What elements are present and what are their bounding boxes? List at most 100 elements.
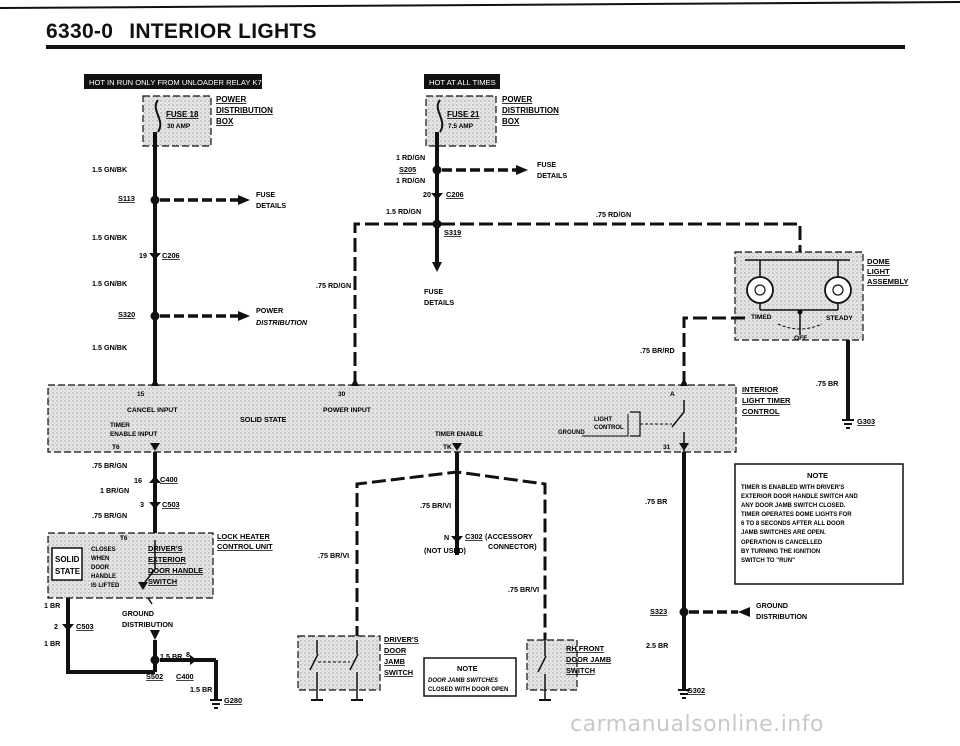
fuse-21-icon <box>436 99 444 133</box>
pin-16: 16 <box>134 476 142 485</box>
section-title: INTERIOR LIGHTS <box>129 20 317 43</box>
timer-ground: GROUND <box>558 430 585 436</box>
pin-31-marker <box>679 443 689 451</box>
note-jamb-title: NOTE <box>457 664 478 673</box>
closes-5: IS LIFTED <box>91 583 120 589</box>
pin-2: 2 <box>54 622 58 631</box>
connector-c400 <box>149 476 161 483</box>
rh-jamb-3: SWITCH <box>566 666 595 675</box>
timer-label-1: INTERIOR <box>742 385 779 394</box>
fuse-21-name: FUSE 21 <box>447 110 480 119</box>
connector-c302-label: C302 <box>465 532 483 541</box>
watermark: carmanualsonline.info <box>570 712 824 737</box>
note-timer-line-7: OPERATION IS CANCELLED <box>741 540 823 546</box>
wire-label-br25: 2.5 BR <box>646 641 669 650</box>
timer-light-control-2: CONTROL <box>594 425 624 431</box>
wire-br-rd <box>682 316 745 385</box>
splice-s319 <box>432 219 442 229</box>
wire-label-br1: .75 BR <box>816 379 839 388</box>
note-timer-line-3: ANY DOOR JAMB SWITCH CLOSED. <box>741 503 846 509</box>
drivers-jamb-1: DRIVER'S <box>384 635 419 644</box>
arrow-ground-dist-right <box>738 607 750 617</box>
splice-s113-label: S113 <box>118 194 135 203</box>
ground-dist-right-1: GROUND <box>756 601 788 610</box>
timer-enable-input-2: ENABLE INPUT <box>110 431 157 438</box>
banner-left-text: HOT IN RUN ONLY FROM UNLOADER RELAY K7 <box>89 78 262 87</box>
wire-label-rdgn-75a: .75 RD/GN <box>596 210 631 219</box>
banner-right-text: HOT AT ALL TIMES <box>429 78 496 87</box>
connector-c400-lower-label: C400 <box>176 672 194 681</box>
fuse-details-center-2: DETAILS <box>424 298 454 307</box>
drivers-jamb-2: DOOR <box>384 646 407 655</box>
splice-s205 <box>432 165 442 175</box>
note-jamb-box <box>423 657 517 697</box>
pdb-left-1: POWER <box>216 95 246 104</box>
splice-s113 <box>150 195 160 205</box>
lock-heater-2: CONTROL UNIT <box>217 542 273 551</box>
wire-br-vi-branches <box>355 470 547 640</box>
timer-enable-input-1: TIMER <box>110 422 130 429</box>
dome-lamp-right-filament <box>832 284 844 296</box>
connector-c503-label: C503 <box>162 500 180 509</box>
wire-label-rdgn-2: 1 RD/GN <box>396 176 425 185</box>
wire-label-brvi-2: .75 BR/VI <box>318 551 349 560</box>
rh-front-door-jamb-switch <box>526 639 578 691</box>
fuse-21-rating: 7.5 AMP <box>448 123 474 130</box>
wire-label-gnbk-2: 1.5 GN/BK <box>92 233 128 242</box>
drivers-switch-4: SWITCH <box>148 577 177 586</box>
connector-c503-lower <box>62 624 74 631</box>
accessory-label: (ACCESSORY <box>485 532 533 541</box>
note-timer-line-5: 6 TO 8 SECONDS AFTER ALL DOOR <box>741 521 845 527</box>
fuse-details-right-2: DETAILS <box>537 171 567 180</box>
pin-19: 19 <box>139 251 147 260</box>
connector-c206-right <box>431 193 443 200</box>
closes-1: CLOSES <box>91 547 116 553</box>
note-timer-line-9: SWITCH TO "RUN" <box>741 558 795 564</box>
connector-c503 <box>149 502 161 509</box>
splice-s323 <box>679 607 689 617</box>
splice-s319-label: S319 <box>444 228 461 237</box>
lock-heater-pin-t6: T6 <box>120 535 128 542</box>
ground-dist-right-2: DISTRIBUTION <box>756 612 807 621</box>
pin-t6-marker <box>150 443 160 451</box>
timer-relay-contact <box>671 411 685 428</box>
solid-state-1: SOLID <box>55 555 80 564</box>
ground-g280-label: G280 <box>224 696 242 705</box>
dome-lamp-left-filament <box>754 284 766 296</box>
pin-a-marker <box>680 378 688 386</box>
top-border <box>0 1 960 9</box>
banner-left <box>84 74 262 89</box>
wire-label-rdgn-15: 1.5 RD/GN <box>386 207 421 216</box>
pdb-left-2: DISTRIBUTION <box>216 106 273 115</box>
splice-s320-label: S320 <box>118 310 135 319</box>
wire-label-brvi-3: .75 BR/VI <box>508 585 539 594</box>
timer-pin-31: 31 <box>663 444 671 451</box>
wire-label-rdgn-75b: .75 RD/GN <box>316 281 351 290</box>
rh-jamb-1: RH FRONT <box>566 644 605 653</box>
wire-label-br1b: 1 BR <box>44 639 61 648</box>
door-handle-switch-contact <box>138 582 148 590</box>
wire-label-gnbk-3: 1.5 GN/BK <box>92 279 128 288</box>
pdb-right-2: DISTRIBUTION <box>502 106 559 115</box>
connector-c206-right-label: C206 <box>446 190 464 199</box>
wire-label-rdgn-1: 1 RD/GN <box>396 153 425 162</box>
ground-g303-label: G303 <box>857 417 875 426</box>
interior-light-timer-control <box>47 384 737 453</box>
timer-pin-30: 30 <box>338 391 346 398</box>
dome-label-1: DOME <box>867 257 890 266</box>
timer-internal-wire <box>582 414 629 437</box>
wire-label-br15b: 1.5 BR <box>190 685 213 694</box>
fuse-18-icon <box>154 99 162 133</box>
wire-label-brgn-3: 1 BR/GN <box>100 486 129 495</box>
closes-4: HANDLE <box>91 574 116 580</box>
arrow-power-dist-left <box>238 311 250 321</box>
pin-15-marker <box>151 378 159 386</box>
connector-label: CONNECTOR) <box>488 542 537 551</box>
wire-label-br15a: 1.5 BR <box>160 652 183 661</box>
fuse-details-left-2: DETAILS <box>256 201 286 210</box>
connector-c302 <box>451 536 463 543</box>
timer-label-3: CONTROL <box>742 407 780 416</box>
timer-pin-a: A <box>670 391 675 398</box>
fuse-18-rating: 30 AMP <box>167 123 191 130</box>
